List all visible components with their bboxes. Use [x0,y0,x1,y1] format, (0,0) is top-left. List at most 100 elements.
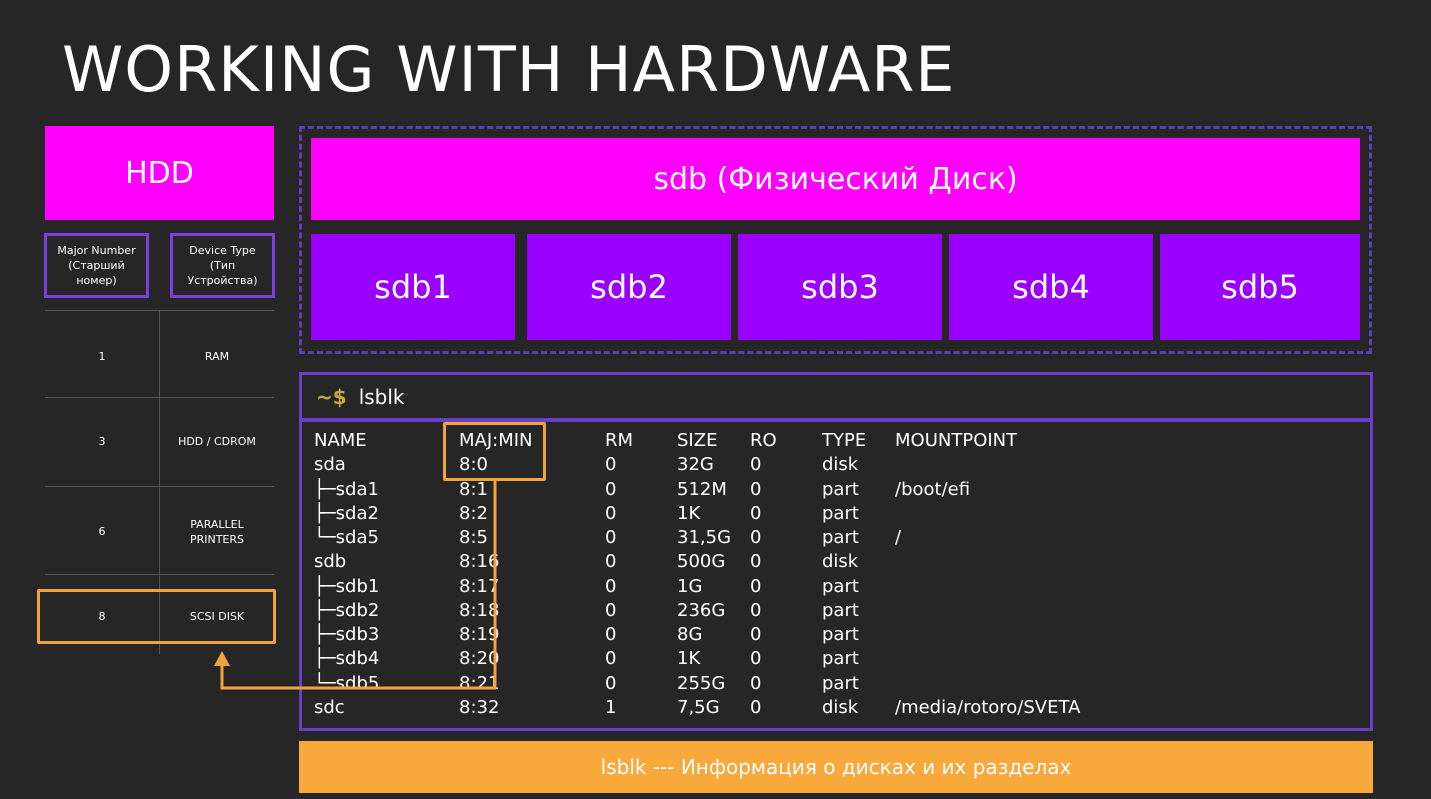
rm-value: 0 [605,454,617,475]
device-type-cell: PARALLEL PRINTERS [189,518,245,546]
ro-value: 0 [750,454,762,475]
device-name: sdb [314,551,347,572]
ro-value: 0 [750,648,762,669]
column-header-size: SIZE [677,430,718,451]
rm-value: 0 [605,648,617,669]
scsi-disk-highlight [37,589,276,644]
rm-value: 0 [605,527,617,548]
type-value: part [822,673,859,694]
terminal-output [299,419,1373,731]
mountpoint-value: /boot/efi [895,479,971,500]
device-type-header: Device Type (Тип Устройства) [170,233,275,298]
mountpoint-value: /media/rotoro/SVETA [895,697,1081,718]
size-value: 500G [677,551,726,572]
footer-caption: lsblk --- Информация о дисках и их разде… [299,741,1373,793]
column-header-rm: RM [605,430,634,451]
rm-value: 0 [605,576,617,597]
prompt-symbol: ~$ [316,384,347,409]
maj-min: 8:2 [459,503,488,524]
disk-container [299,126,1372,354]
partition-sdb5: sdb5 [1160,234,1360,340]
column-header-mountpoint: MOUNTPOINT [895,430,1018,451]
hdd-label: HDD [45,126,274,220]
major-number-cell: 1 [98,350,106,363]
rm-value: 0 [605,551,617,572]
size-value: 8G [677,624,703,645]
device-name: ├─sda2 [314,503,379,524]
column-header-ro: RO [750,430,777,451]
type-value: part [822,600,859,621]
size-value: 512M [677,479,727,500]
ro-value: 0 [750,479,762,500]
column-header-name: NAME [314,430,367,451]
type-value: part [822,624,859,645]
type-value: part [822,527,859,548]
major-number-cell: 3 [98,435,106,448]
size-value: 7,5G [677,697,720,718]
size-value: 31,5G [677,527,732,548]
rm-value: 0 [605,503,617,524]
rm-value: 0 [605,624,617,645]
size-value: 1K [677,648,701,669]
device-name: ├─sdb3 [314,624,380,645]
ro-value: 0 [750,576,762,597]
device-name: sdc [314,697,345,718]
partition-sdb3: sdb3 [738,234,942,340]
connector-line [220,481,497,690]
terminal-command: lsblk [358,384,405,409]
type-value: part [822,576,859,597]
partition-sdb2: sdb2 [527,234,731,340]
size-value: 255G [677,673,726,694]
device-name: ├─sdb4 [314,648,380,669]
rm-value: 0 [605,479,617,500]
partition-sdb1: sdb1 [311,234,515,340]
type-value: part [822,503,859,524]
device-name: └─sda5 [314,527,379,548]
size-value: 1K [677,503,701,524]
ro-value: 0 [750,503,762,524]
type-value: disk [822,551,859,572]
type-value: disk [822,697,859,718]
column-header-type: TYPE [822,430,867,451]
page-title: WORKING WITH HARDWARE [62,33,956,106]
maj-min: 8:1 [459,479,488,500]
maj-min: 8:20 [459,648,500,669]
maj-min: 8:19 [459,624,500,645]
device-type-cell: HDD / CDROM [178,435,256,448]
device-name: ├─sdb1 [314,576,380,597]
major-number-header: Major Number (Старший номер) [44,233,149,298]
size-value: 236G [677,600,726,621]
table-column-divider [159,310,160,654]
column-header-majmin: MAJ:MIN [459,430,533,451]
major-number-cell: 8 [98,610,106,623]
maj-min: 8:18 [459,600,500,621]
ro-value: 0 [750,624,762,645]
type-value: part [822,479,859,500]
maj-min: 8:5 [459,527,488,548]
size-value: 1G [677,576,703,597]
type-value: part [822,648,859,669]
device-name: sda [314,454,346,475]
physical-disk-bar: sdb (Физический Диск) [311,138,1360,220]
rm-value: 1 [605,697,617,718]
mountpoint-value: / [895,527,902,548]
device-name: ├─sdb2 [314,600,380,621]
ro-value: 0 [750,600,762,621]
type-value: disk [822,454,859,475]
arrow-head [214,651,230,666]
ro-value: 0 [750,673,762,694]
maj-min: 8:17 [459,576,500,597]
maj-min: 8:32 [459,697,500,718]
rm-value: 0 [605,600,617,621]
device-type-cell: RAM [204,350,230,363]
major-number-cell: 6 [98,525,106,538]
ro-value: 0 [750,551,762,572]
rm-value: 0 [605,673,617,694]
device-name: ├─sda1 [314,479,379,500]
device-type-cell: SCSI DISK [189,610,245,623]
ro-value: 0 [750,697,762,718]
ro-value: 0 [750,527,762,548]
maj-min: 8:16 [459,551,500,572]
majmin-highlight [443,422,546,481]
